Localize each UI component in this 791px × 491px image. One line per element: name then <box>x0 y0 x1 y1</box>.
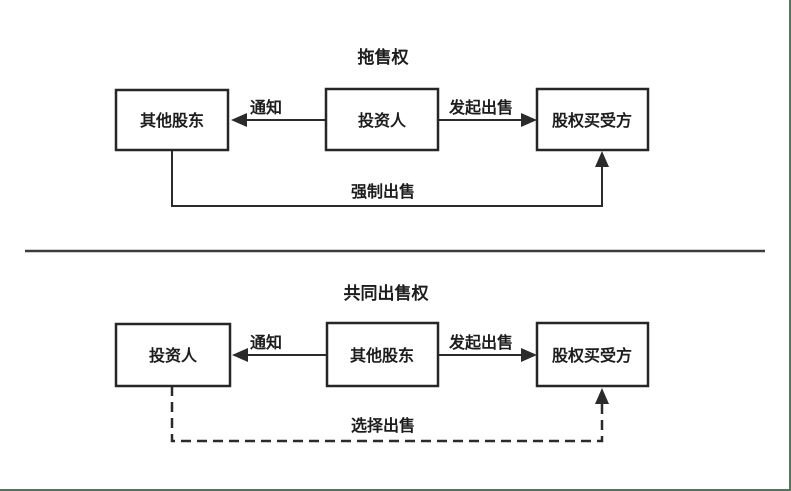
node-equity-buyer-top-label: 股权买受方 <box>552 111 632 130</box>
arrow-up-icon <box>595 151 609 167</box>
node-investor-top: 投资人 <box>324 87 440 152</box>
node-other-shareholders-bottom: 其他股东 <box>325 321 440 388</box>
node-equity-buyer-bottom: 股权买受方 <box>535 321 650 388</box>
diagram-title-drag-along: 拖售权 <box>358 47 410 67</box>
edge-optional-sale-label: 选择出售 <box>351 416 415 435</box>
edge-forced-sale: 强制出售 <box>171 150 609 207</box>
node-equity-buyer-bottom-label: 股权买受方 <box>552 346 632 365</box>
node-other-shareholders-top: 其他股东 <box>114 88 230 152</box>
node-other-shareholders-bottom-label: 其他股东 <box>350 346 414 365</box>
edge-notice-top-label: 通知 <box>250 98 282 117</box>
node-equity-buyer-top: 股权买受方 <box>535 87 650 152</box>
arrow-right-icon <box>521 348 537 362</box>
node-box <box>114 88 230 152</box>
edge-initiate-sale-top: 发起出售 <box>438 98 537 127</box>
node-box <box>535 87 650 152</box>
node-investor-top-label: 投资人 <box>358 111 407 130</box>
diagram-title-co-sale: 共同出售权 <box>344 283 430 303</box>
edge-initiate-sale-bottom-label: 发起出售 <box>448 333 513 352</box>
edge-notice-bottom-label: 通知 <box>250 333 282 352</box>
node-other-shareholders-top-label: 其他股东 <box>140 111 204 130</box>
edge-optional-sale: 选择出售 <box>170 386 609 443</box>
edge-notice-top: 通知 <box>231 98 326 127</box>
arrow-left-icon <box>232 348 248 362</box>
node-investor-bottom: 投资人 <box>114 322 232 388</box>
node-box <box>535 321 650 388</box>
edge-forced-sale-label: 强制出售 <box>351 182 415 201</box>
node-box <box>325 321 440 388</box>
edge-initiate-sale-top-label: 发起出售 <box>448 98 513 117</box>
node-box <box>324 87 440 152</box>
edge-notice-bottom: 通知 <box>232 333 327 362</box>
arrow-left-icon <box>231 113 247 127</box>
edge-forced-sale-line <box>171 150 603 207</box>
edge-initiate-sale-bottom: 发起出售 <box>438 333 537 362</box>
node-investor-bottom-label: 投资人 <box>149 346 198 365</box>
arrow-right-icon <box>521 113 537 127</box>
node-box <box>114 322 232 388</box>
arrow-up-icon <box>595 388 609 404</box>
